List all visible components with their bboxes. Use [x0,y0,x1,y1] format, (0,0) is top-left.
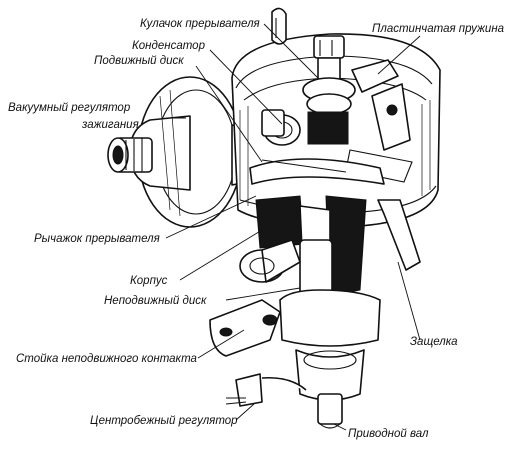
leader-housing [179,229,263,281]
centrifugal-regulator-drawing [225,373,307,407]
label-moving-disc: Подвижный диск [94,55,184,67]
lower-housing-drawing [209,289,381,429]
label-leaf-spring: Пластинчатая пружина [372,23,504,35]
label-vacuum-regulator-line2: зажигания [81,119,139,131]
label-breaker-cam: Кулачок прерывателя [140,18,260,30]
labels: Кулачок прерывателя Пластинчатая пружина… [8,18,504,440]
label-fixed-contact-post: Стойка неподвижного контакта [16,353,197,365]
label-latch: Защелка [410,336,458,348]
leader-centrifugal-regulator [235,403,255,421]
leader-fixed-contact-post [197,329,245,359]
capacitor-drawing [261,109,301,146]
leader-drive-shaft [333,423,347,431]
moving-disc-drawing [249,158,385,185]
leader-moving-disc [195,65,263,163]
leader-lines [165,23,421,431]
housing-cutaway [255,195,367,311]
label-breaker-lever: Рычажок прерывателя [34,233,160,245]
fixed-disc-drawing [239,239,301,283]
leader-latch [397,261,421,341]
label-centrifugal-regulator: Центробежный регулятор [90,415,238,427]
label-vacuum-regulator-line1: Вакуумный регулятор [8,102,131,114]
leader-fixed-disc [225,287,301,301]
label-capacitor: Конденсатор [132,40,206,52]
label-fixed-disc: Неподвижный диск [104,295,207,307]
breaker-cam-drawing [302,35,356,145]
leader-breaker-cam [263,23,319,79]
label-housing: Корпус [130,275,168,287]
leader-leaf-spring [377,35,421,75]
vacuum-regulator-drawing [107,76,257,228]
leaf-spring-drawing [345,59,413,183]
leader-breaker-lever [165,195,257,239]
latch-drawing [377,199,421,271]
leader-capacitor [209,49,283,125]
distributor-illustration [107,7,441,429]
label-drive-shaft: Приводной вал [348,428,429,440]
